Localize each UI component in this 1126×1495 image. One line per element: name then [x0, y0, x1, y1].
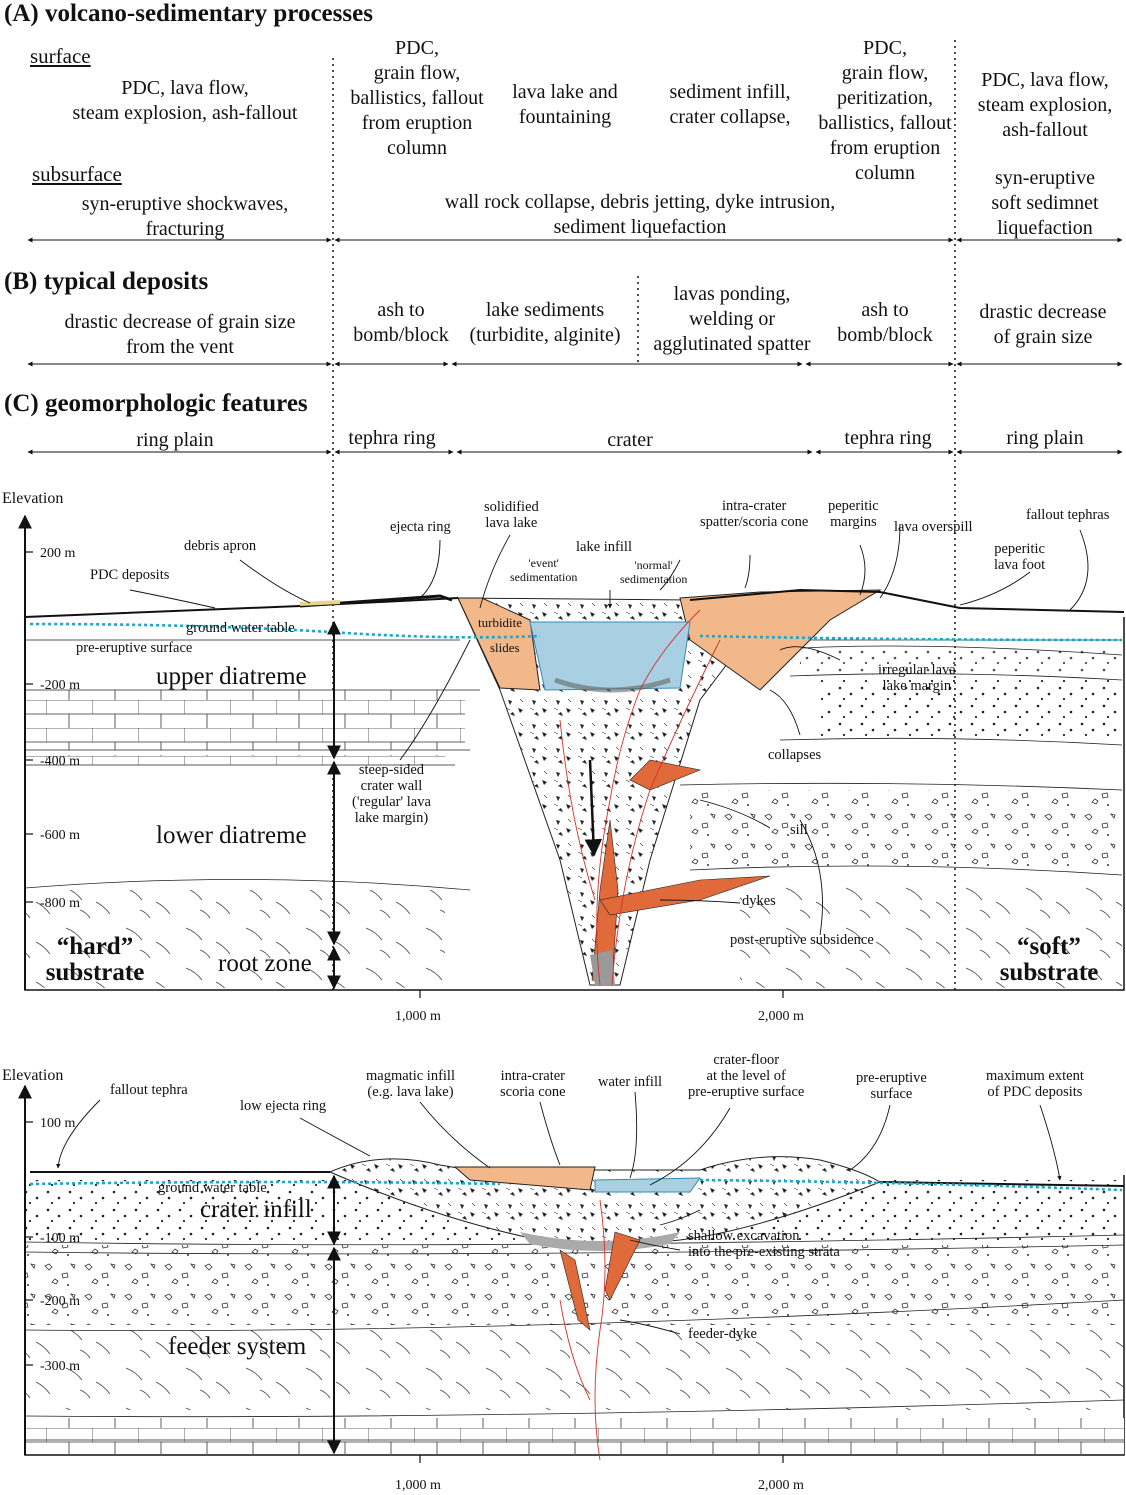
section-b-title: (B) typical deposits	[4, 268, 209, 295]
d2-fallout-tephra: fallout tephra	[110, 1082, 188, 1098]
process-s2: PDC, grain flow, ballistics, fallout fro…	[350, 37, 484, 159]
d1-lake-infill: lake infill	[576, 539, 632, 555]
d1-tick-m800: -800 m	[40, 896, 80, 911]
d1-solidified-lava-lake: solidified lava lake	[484, 499, 539, 531]
feature-f3: crater	[607, 429, 653, 451]
process-s1: PDC, lava flow, steam explosion, ash-fal…	[72, 77, 298, 124]
d1-tick-m400: -400 m	[40, 754, 80, 769]
d1-turbidite: turbidite	[478, 615, 523, 630]
d1-collapses: collapses	[768, 747, 822, 763]
d1-xtick-1000: 1,000 m	[395, 1009, 441, 1024]
d1-event-sedimentation: 'event' sedimentation	[510, 556, 578, 584]
d1-pre-eruptive-surface: pre-eruptive surface	[76, 640, 193, 656]
d1-intra-crater-cone: intra-crater spatter/scoria cone	[700, 498, 809, 530]
process-s3: lava lake and fountaining	[512, 81, 618, 128]
subprocess-1: syn-eruptive shockwaves, fracturing	[81, 193, 289, 240]
d2-xtick-1000: 1,000 m	[395, 1478, 441, 1493]
process-s6: PDC, lava flow, steam explosion, ash-fal…	[977, 69, 1113, 141]
subsurface-label: subsurface	[32, 162, 122, 186]
d1-pdc-deposits: PDC deposits	[90, 567, 170, 583]
d1-root-zone: root zone	[218, 950, 312, 977]
d1-dykes: dykes	[742, 893, 776, 909]
d1-lava-overspill: lava overspill	[894, 519, 973, 535]
header-dividers	[332, 40, 956, 990]
d1-peperitic-margins: peperitic margins	[828, 498, 879, 530]
process-s5: PDC, grain flow, peritization, ballistic…	[818, 37, 952, 184]
d1-slides: slides	[490, 640, 520, 655]
d2-tick-100: 100 m	[40, 1116, 76, 1131]
deposit-d4: lavas ponding, welding or agglutinated s…	[653, 283, 811, 355]
d2-magmatic-infill: magmatic infill (e.g. lava lake)	[366, 1068, 455, 1100]
d2-low-ejecta-ring: low ejecta ring	[240, 1098, 327, 1114]
d1-sill: sill	[790, 822, 808, 838]
d2-tick-m300: -300 m	[40, 1359, 80, 1374]
d1-soft-substrate: “soft” substrate	[999, 933, 1099, 986]
d2-crater-floor: crater-floor at the level of pre-eruptiv…	[688, 1052, 805, 1100]
span-arrows	[27, 237, 1123, 455]
surface-label: surface	[30, 44, 91, 68]
d2-intra-crater-scoria-cone: intra-crater scoria cone	[500, 1068, 566, 1100]
section-c-title: (C) geomorphologic features	[4, 390, 308, 417]
d1-elevation-label: Elevation	[2, 490, 64, 507]
deposit-d3: lake sediments (turbidite, alginite)	[469, 299, 621, 346]
feature-f4: tephra ring	[844, 427, 932, 449]
feature-f5: ring plain	[1006, 427, 1084, 449]
d1-tick-m200: -200 m	[40, 678, 80, 693]
deposit-d1: drastic decrease of grain size from the …	[64, 311, 296, 358]
deposit-d5: ash to bomb/block	[837, 299, 933, 346]
d1-ejecta-ring: ejecta ring	[390, 519, 451, 535]
d1-normal-sedimentation: 'normal' sedimentation	[620, 558, 688, 586]
feature-f2: tephra ring	[348, 427, 436, 449]
deposit-d6: drastic decrease of grain size	[979, 301, 1107, 348]
d2-elevation-label: Elevation	[2, 1067, 64, 1084]
d1-fallout-tephras: fallout tephras	[1026, 507, 1110, 523]
d1-ground-water-table: ground water table	[186, 620, 295, 636]
d1-lower-diatreme: lower diatreme	[156, 822, 307, 849]
d1-irregular-margin: irregular lava lake margin	[878, 662, 956, 694]
feature-f1: ring plain	[136, 429, 214, 451]
d2-maximum-pdc-extent: maximum extent of PDC deposits	[986, 1068, 1084, 1100]
d1-upper-diatreme: upper diatreme	[156, 663, 307, 690]
d1-steep-crater-wall: steep-sided crater wall ('regular' lava …	[352, 762, 431, 826]
subprocess-2: wall rock collapse, debris jetting, dyke…	[444, 191, 836, 238]
deposit-d2: ash to bomb/block	[353, 299, 449, 346]
d2-feeder-dyke: feeder-dyke	[688, 1326, 757, 1342]
d2-shallow-excavation: shallow excavation into the pre-existing…	[688, 1228, 840, 1260]
d2-feeder-system: feeder system	[168, 1333, 307, 1360]
d2-crater-infill: crater infill	[200, 1196, 312, 1223]
d1-peperitic-lava-foot: peperitic lava foot	[994, 541, 1046, 573]
section-a-title: (A) volcano-sedimentary processes	[4, 0, 373, 27]
process-s4: sediment infill, crater collapse,	[669, 81, 791, 128]
d2-ground-water-table: ground water table	[158, 1180, 267, 1196]
d2-tick-m200: -200 m	[40, 1294, 80, 1309]
d2-tick-m100: -100 m	[40, 1231, 80, 1246]
subprocess-3: syn-eruptive soft sedimnet liquefaction	[991, 167, 1099, 239]
d1-hard-substrate: “hard” substrate	[45, 933, 145, 986]
diagram1	[18, 514, 1125, 998]
d2-water-infill: water infill	[598, 1074, 663, 1090]
d1-debris-apron: debris apron	[184, 538, 257, 554]
d2-pre-eruptive-surface: pre-eruptive surface	[856, 1070, 927, 1102]
d1-post-eruptive-subsidence: post-eruptive subsidence	[730, 932, 874, 948]
d1-xtick-2000: 2,000 m	[758, 1009, 804, 1024]
d1-tick-200: 200 m	[40, 546, 76, 561]
diagram2	[18, 1084, 1125, 1463]
d1-tick-m600: -600 m	[40, 828, 80, 843]
d2-xtick-2000: 2,000 m	[758, 1478, 804, 1493]
